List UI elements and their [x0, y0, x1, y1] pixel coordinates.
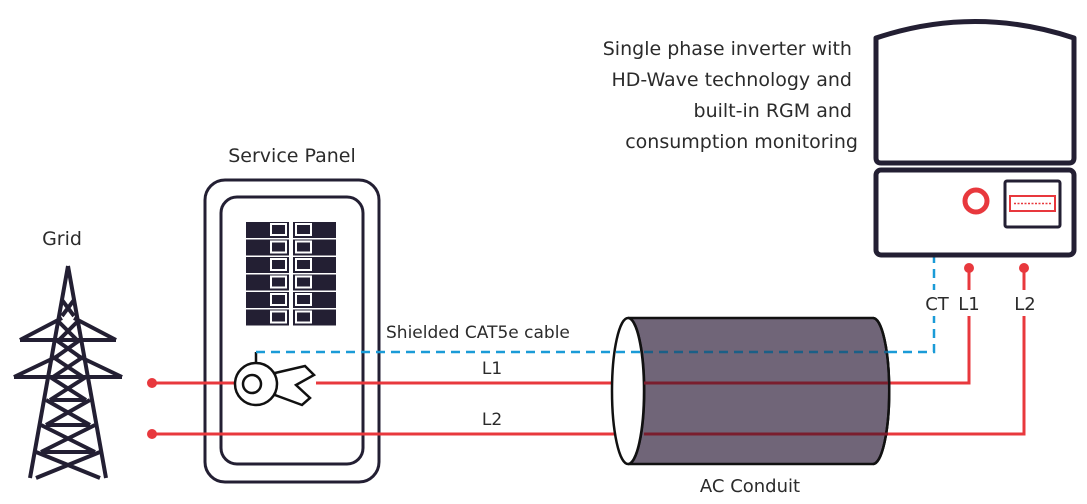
inverter-l2-terminal-dot	[1019, 263, 1029, 273]
breaker-switch	[270, 223, 287, 236]
breaker-switch	[270, 293, 287, 306]
breaker-switch	[295, 275, 312, 289]
current-transformer-clamp-icon	[233, 352, 317, 407]
inverter-description-line: built-in RGM and	[694, 100, 852, 122]
breaker-switch	[270, 240, 287, 254]
breaker-switch	[295, 293, 312, 306]
breaker-panel-icon	[246, 222, 336, 326]
terminal-label-backdrop	[1012, 290, 1038, 316]
inverter-status-ring-icon	[962, 187, 990, 215]
terminal-label-backdrop	[920, 290, 980, 316]
l2-power-line	[152, 268, 1026, 436]
cable-label: Shielded CAT5e cable	[386, 323, 570, 343]
ct-terminal-label: CT	[925, 294, 950, 315]
conduit-label: AC Conduit	[700, 476, 800, 497]
service-panel-label: Service Panel	[228, 145, 356, 167]
inverter-description: Single phase inverter with HD-Wave techn…	[603, 38, 858, 153]
l2-grid-terminal-dot	[147, 429, 157, 439]
l1-grid-terminal-dot	[147, 378, 157, 388]
breaker-switch	[295, 310, 312, 324]
inverter-description-line: HD-Wave technology and	[611, 69, 851, 91]
breaker-switch	[270, 275, 287, 289]
inverter-description-line: consumption monitoring	[625, 131, 858, 153]
breaker-switch	[270, 258, 287, 271]
inverter-l1-terminal-dot	[964, 263, 974, 273]
breaker-switch	[295, 223, 312, 236]
breaker-switch	[270, 310, 287, 324]
conduit-cylinder-icon	[610, 316, 891, 466]
breaker-switch	[295, 258, 312, 271]
l2-line-label: L2	[482, 410, 502, 430]
transmission-tower-icon	[13, 265, 123, 480]
l1-line-label: L1	[482, 359, 502, 379]
l2-terminal-label: L2	[1014, 294, 1035, 315]
breaker-switch	[295, 240, 312, 254]
l1-terminal-label: L1	[958, 294, 979, 315]
inverter-description-line: Single phase inverter with	[603, 38, 852, 60]
grid-label: Grid	[42, 228, 82, 250]
service-panel	[203, 178, 381, 484]
inverter-terminal-block-icon	[1009, 195, 1056, 212]
